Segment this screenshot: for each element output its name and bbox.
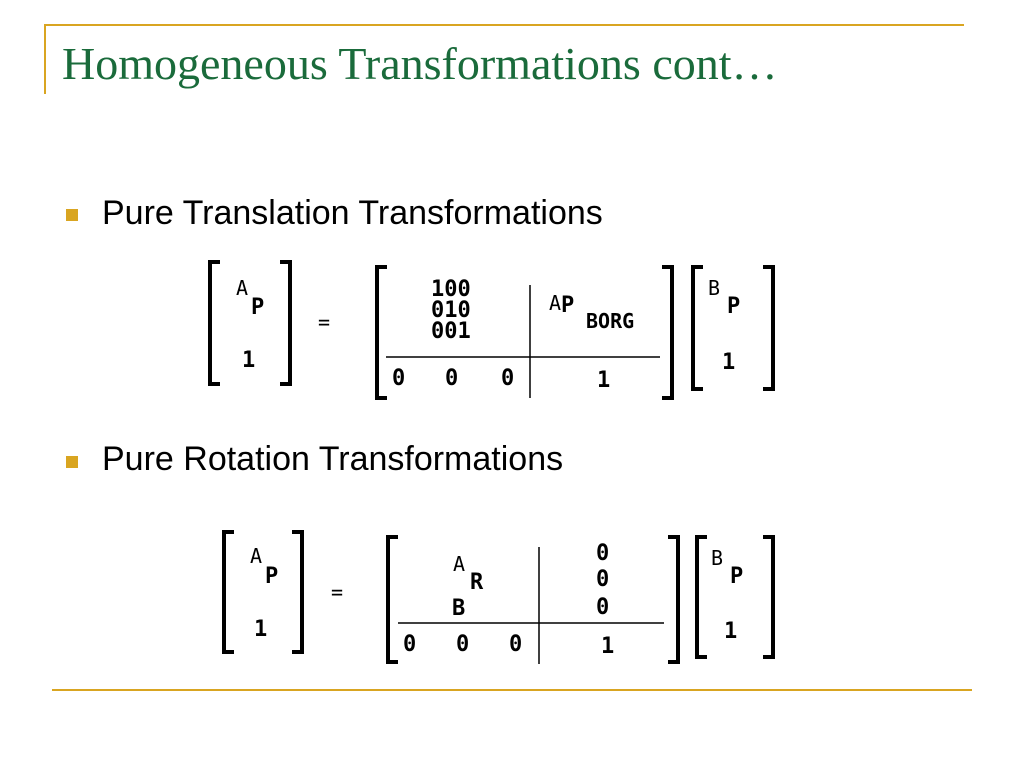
lhs-one: 1 xyxy=(254,617,268,642)
bottom-zero-2: 0 xyxy=(456,632,470,657)
bottom-one: 1 xyxy=(597,368,611,393)
lhs-superscript: A xyxy=(236,276,249,300)
rotation-col-zero-1: 0 xyxy=(596,541,610,566)
lhs-p-symbol: P xyxy=(265,564,279,589)
rotation-identity-row-1: 100 xyxy=(431,277,471,302)
rotation-col-zero-2: 0 xyxy=(596,567,610,592)
rhs-p-symbol: P xyxy=(727,294,741,319)
rotation-col-zero-3: 0 xyxy=(596,595,610,620)
bottom-zero-2: 0 xyxy=(445,366,459,391)
lhs-p-symbol: P xyxy=(251,295,265,320)
origin-p-symbol: P xyxy=(561,293,575,318)
rhs-one: 1 xyxy=(722,350,736,375)
bottom-one: 1 xyxy=(601,634,615,659)
rhs-superscript: B xyxy=(711,546,724,570)
frame-left-rule xyxy=(44,24,46,94)
bullet-text-translation: Pure Translation Transformations xyxy=(102,194,603,232)
bullet-square-icon xyxy=(66,456,78,468)
rotation-subscript: B xyxy=(452,596,466,621)
frame-top-rule xyxy=(44,24,964,26)
bottom-zero-1: 0 xyxy=(392,366,406,391)
matrix-left-bracket xyxy=(386,535,398,664)
frame-bottom-rule xyxy=(52,689,972,691)
rotation-identity-row-2: 010 xyxy=(431,298,471,323)
bullet-text-rotation: Pure Rotation Transformations xyxy=(102,440,564,478)
bullet-square-icon xyxy=(66,209,78,221)
rotation-superscript: A xyxy=(453,552,466,576)
matrix-right-bracket xyxy=(668,535,680,664)
rhs-left-bracket xyxy=(691,265,703,391)
lhs-one: 1 xyxy=(242,348,256,373)
origin-subscript: BORG xyxy=(586,309,635,333)
lhs-right-bracket xyxy=(280,260,292,386)
rotation-r-symbol: R xyxy=(470,570,484,595)
matrix-right-bracket xyxy=(662,265,674,400)
rhs-one: 1 xyxy=(724,619,738,644)
bottom-zero-3: 0 xyxy=(501,366,515,391)
rhs-superscript: B xyxy=(708,276,721,300)
lhs-left-bracket xyxy=(208,260,220,386)
lhs-right-bracket xyxy=(292,530,304,654)
slide-title: Homogeneous Transformations cont… xyxy=(62,38,778,89)
rhs-left-bracket xyxy=(695,535,707,659)
matrix-left-bracket xyxy=(375,265,387,400)
equals-sign: = xyxy=(318,310,331,334)
lhs-left-bracket xyxy=(222,530,234,654)
equals-sign: = xyxy=(331,580,344,604)
bottom-zero-1: 0 xyxy=(403,632,417,657)
rhs-p-symbol: P xyxy=(730,564,744,589)
bottom-zero-3: 0 xyxy=(509,632,523,657)
rhs-right-bracket xyxy=(763,535,775,659)
rhs-right-bracket xyxy=(763,265,775,391)
lhs-superscript: A xyxy=(250,544,263,568)
origin-superscript: A xyxy=(549,291,562,315)
rotation-identity-row-3: 001 xyxy=(431,319,471,344)
